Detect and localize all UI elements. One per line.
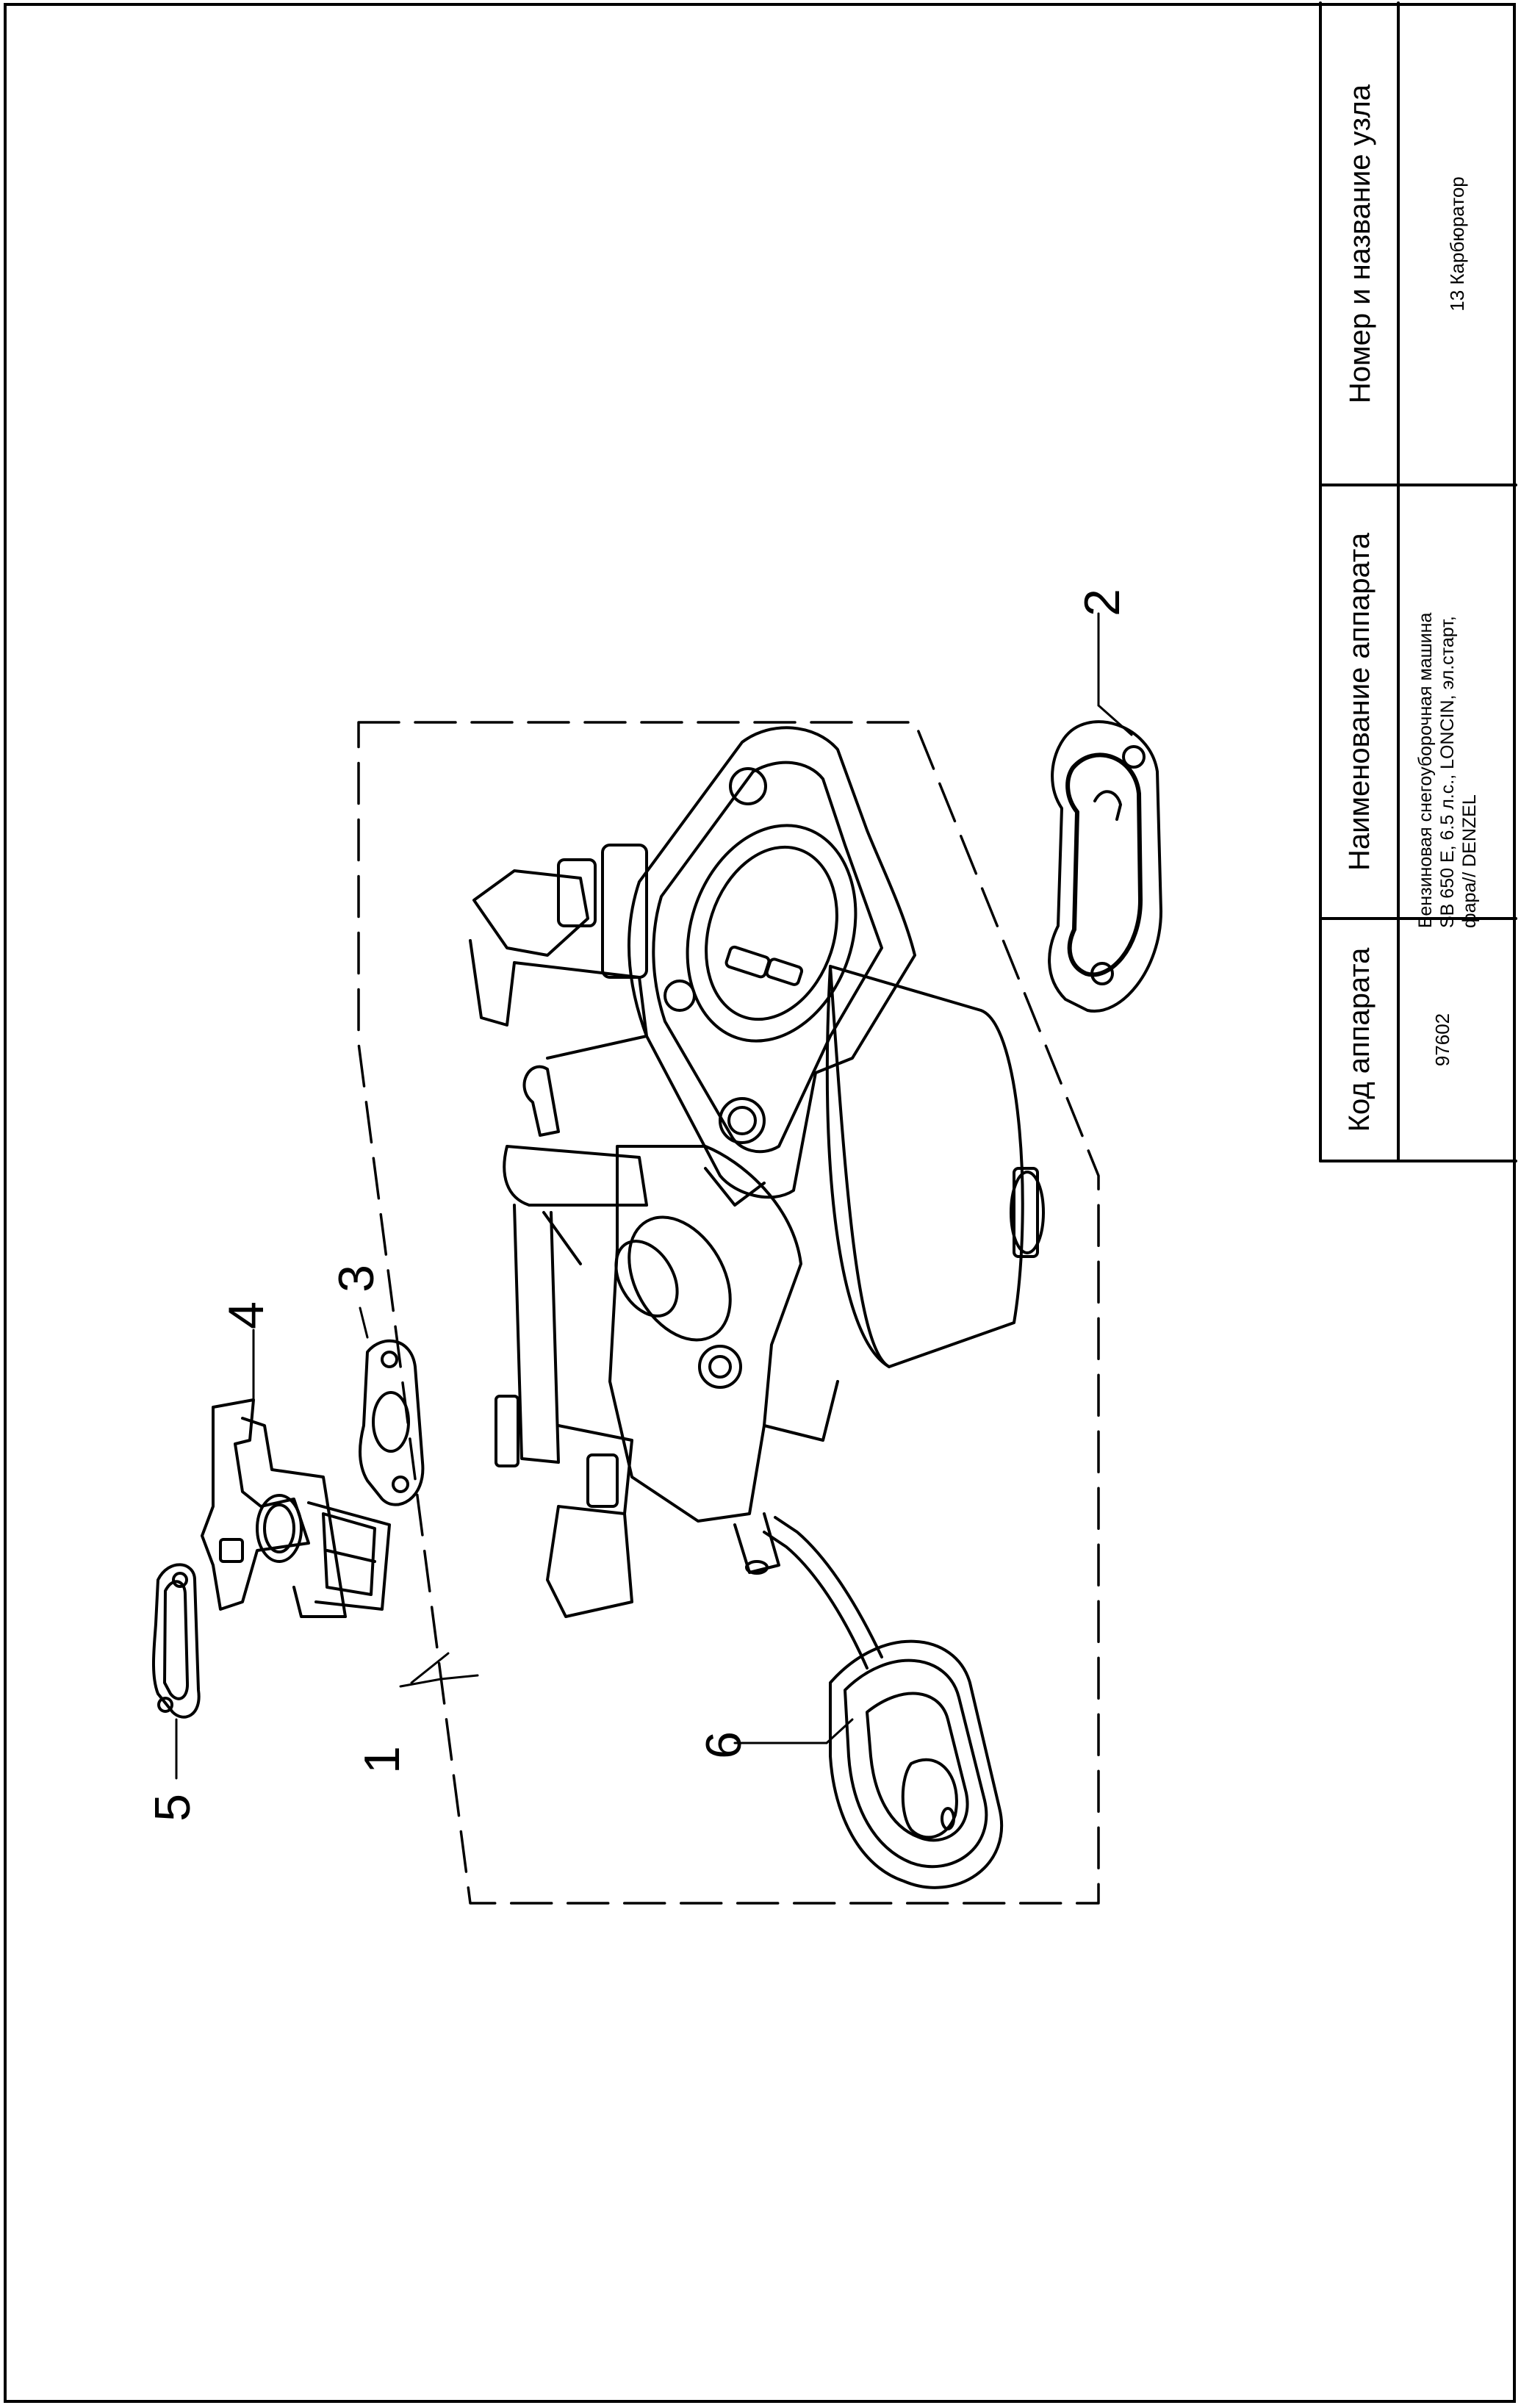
callout-3: 3 (328, 1265, 384, 1293)
title-block-grid (1319, 1, 1517, 1162)
callout-2: 2 (1074, 589, 1130, 617)
apparatus-name-line-2: SB 650 E, 6.5 л.с., LONCIN, эл.старт, (1437, 616, 1458, 928)
apparatus-name-line-1: Бензиновая снегоуборочная машина (1415, 612, 1436, 928)
leader-lines (175, 612, 1133, 1780)
gasket-part-2 (1048, 720, 1162, 1013)
gasket-part-5 (152, 1563, 201, 1719)
primer-bulb-part-6 (829, 1639, 1004, 1889)
insulator-part-4 (201, 1398, 391, 1618)
node-number-name-value: 13 Карбюратор (1446, 176, 1468, 312)
carburetor-body (469, 726, 1045, 1618)
drawing-sheet (4, 3, 1516, 2403)
callout-1: 1 (354, 1746, 410, 1774)
gasket-part-3 (359, 1339, 425, 1506)
callout-5: 5 (145, 1794, 201, 1822)
callout-4: 4 (218, 1301, 274, 1329)
callout-6: 6 (696, 1731, 752, 1759)
header-apparatus-name: Наименование аппарата (1343, 533, 1376, 871)
header-node-number-name: Номер и название узла (1344, 84, 1376, 404)
apparatus-name-line-3: фара// DENZEL (1459, 794, 1480, 928)
assembly-dashed-outline (357, 721, 1100, 1905)
apparatus-name-value: Бензиновая снегоуборочная машина SB 650 … (1414, 502, 1485, 928)
primer-hose (763, 1516, 883, 1670)
